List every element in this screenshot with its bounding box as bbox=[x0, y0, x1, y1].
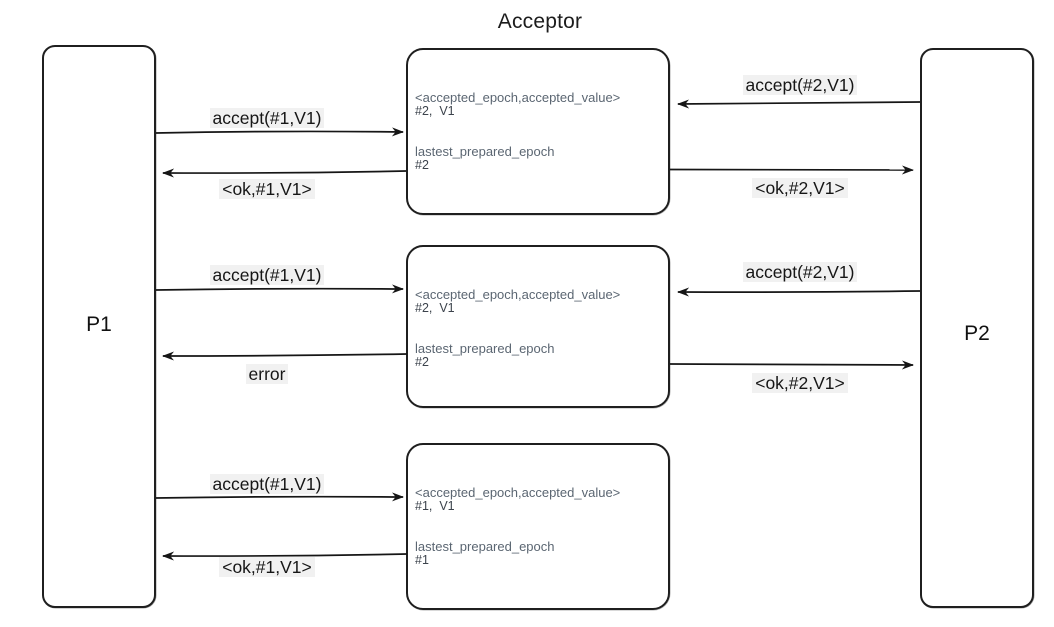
prepared-epoch-label: lastest_prepared_epoch bbox=[415, 144, 555, 159]
message-text: accept(#2,V1) bbox=[742, 75, 858, 95]
accepted-pair: <accepted_epoch,accepted_value> #2, V1 bbox=[415, 91, 662, 119]
prepared-epoch-pair: lastest_prepared_epoch #2 bbox=[415, 342, 662, 370]
accepted-pair-value: #1, V1 bbox=[415, 499, 455, 513]
process-p2-label: P2 bbox=[964, 322, 990, 345]
prepared-epoch-value: #2 bbox=[415, 355, 429, 369]
acceptor-title: Acceptor bbox=[497, 10, 583, 33]
prepared-epoch-label: lastest_prepared_epoch bbox=[415, 341, 555, 356]
message-label: accept(#1,V1) bbox=[162, 265, 372, 286]
message-text: <ok,#2,V1> bbox=[752, 373, 848, 393]
arrow-s2-ok-to-p2 bbox=[669, 360, 914, 370]
process-p2-box: P2 bbox=[920, 48, 1034, 608]
arrow-s1-accept-from-p2 bbox=[677, 99, 921, 109]
message-text: <ok,#2,V1> bbox=[752, 178, 848, 198]
message-label: error bbox=[162, 364, 372, 385]
prepared-epoch-value: #1 bbox=[415, 553, 429, 567]
message-text: accept(#1,V1) bbox=[209, 265, 325, 285]
acceptor-state-box-2: <accepted_epoch,accepted_value> #2, V1 l… bbox=[406, 245, 670, 408]
message-label: accept(#2,V1) bbox=[695, 262, 905, 283]
message-text: accept(#1,V1) bbox=[209, 108, 325, 128]
accepted-pair-value: #2, V1 bbox=[415, 104, 455, 118]
message-label: <ok,#2,V1> bbox=[695, 373, 905, 394]
accepted-pair-value: #2, V1 bbox=[415, 301, 455, 315]
message-label: accept(#2,V1) bbox=[695, 75, 905, 96]
message-text: error bbox=[245, 364, 289, 384]
arrow-s3-accept-from-p1 bbox=[155, 492, 404, 502]
arrow-s1-accept-from-p1 bbox=[155, 127, 404, 137]
process-p1-label: P1 bbox=[86, 313, 112, 336]
arrow-s3-ok-to-p1 bbox=[162, 551, 408, 561]
message-text: <ok,#1,V1> bbox=[219, 179, 315, 199]
message-label: accept(#1,V1) bbox=[162, 474, 372, 495]
prepared-epoch-label: lastest_prepared_epoch bbox=[415, 539, 555, 554]
message-label: <ok,#1,V1> bbox=[162, 179, 372, 200]
message-text: accept(#1,V1) bbox=[209, 474, 325, 494]
message-text: <ok,#1,V1> bbox=[219, 557, 315, 577]
accepted-pair: <accepted_epoch,accepted_value> #1, V1 bbox=[415, 486, 662, 514]
message-label: <ok,#1,V1> bbox=[162, 557, 372, 578]
process-p1-box: P1 bbox=[42, 45, 156, 608]
prepared-epoch-pair: lastest_prepared_epoch #1 bbox=[415, 540, 662, 568]
acceptor-state-box-3: <accepted_epoch,accepted_value> #1, V1 l… bbox=[406, 443, 670, 610]
accepted-pair-label: <accepted_epoch,accepted_value> bbox=[415, 287, 621, 302]
prepared-epoch-pair: lastest_prepared_epoch #2 bbox=[415, 145, 662, 173]
arrow-s1-ok-to-p2 bbox=[669, 165, 914, 175]
arrow-s2-accept-from-p1 bbox=[155, 284, 404, 294]
arrow-s1-ok-to-p1 bbox=[162, 168, 407, 178]
message-text: accept(#2,V1) bbox=[742, 262, 858, 282]
arrow-s2-error-to-p1 bbox=[162, 351, 408, 361]
accepted-pair-label: <accepted_epoch,accepted_value> bbox=[415, 90, 621, 105]
message-label: accept(#1,V1) bbox=[162, 108, 372, 129]
message-label: <ok,#2,V1> bbox=[695, 178, 905, 199]
accepted-pair-label: <accepted_epoch,accepted_value> bbox=[415, 485, 621, 500]
accepted-pair: <accepted_epoch,accepted_value> #2, V1 bbox=[415, 288, 662, 316]
prepared-epoch-value: #2 bbox=[415, 158, 429, 172]
arrow-s2-accept-from-p2 bbox=[677, 287, 921, 297]
acceptor-state-box-1: <accepted_epoch,accepted_value> #2, V1 l… bbox=[406, 48, 670, 215]
